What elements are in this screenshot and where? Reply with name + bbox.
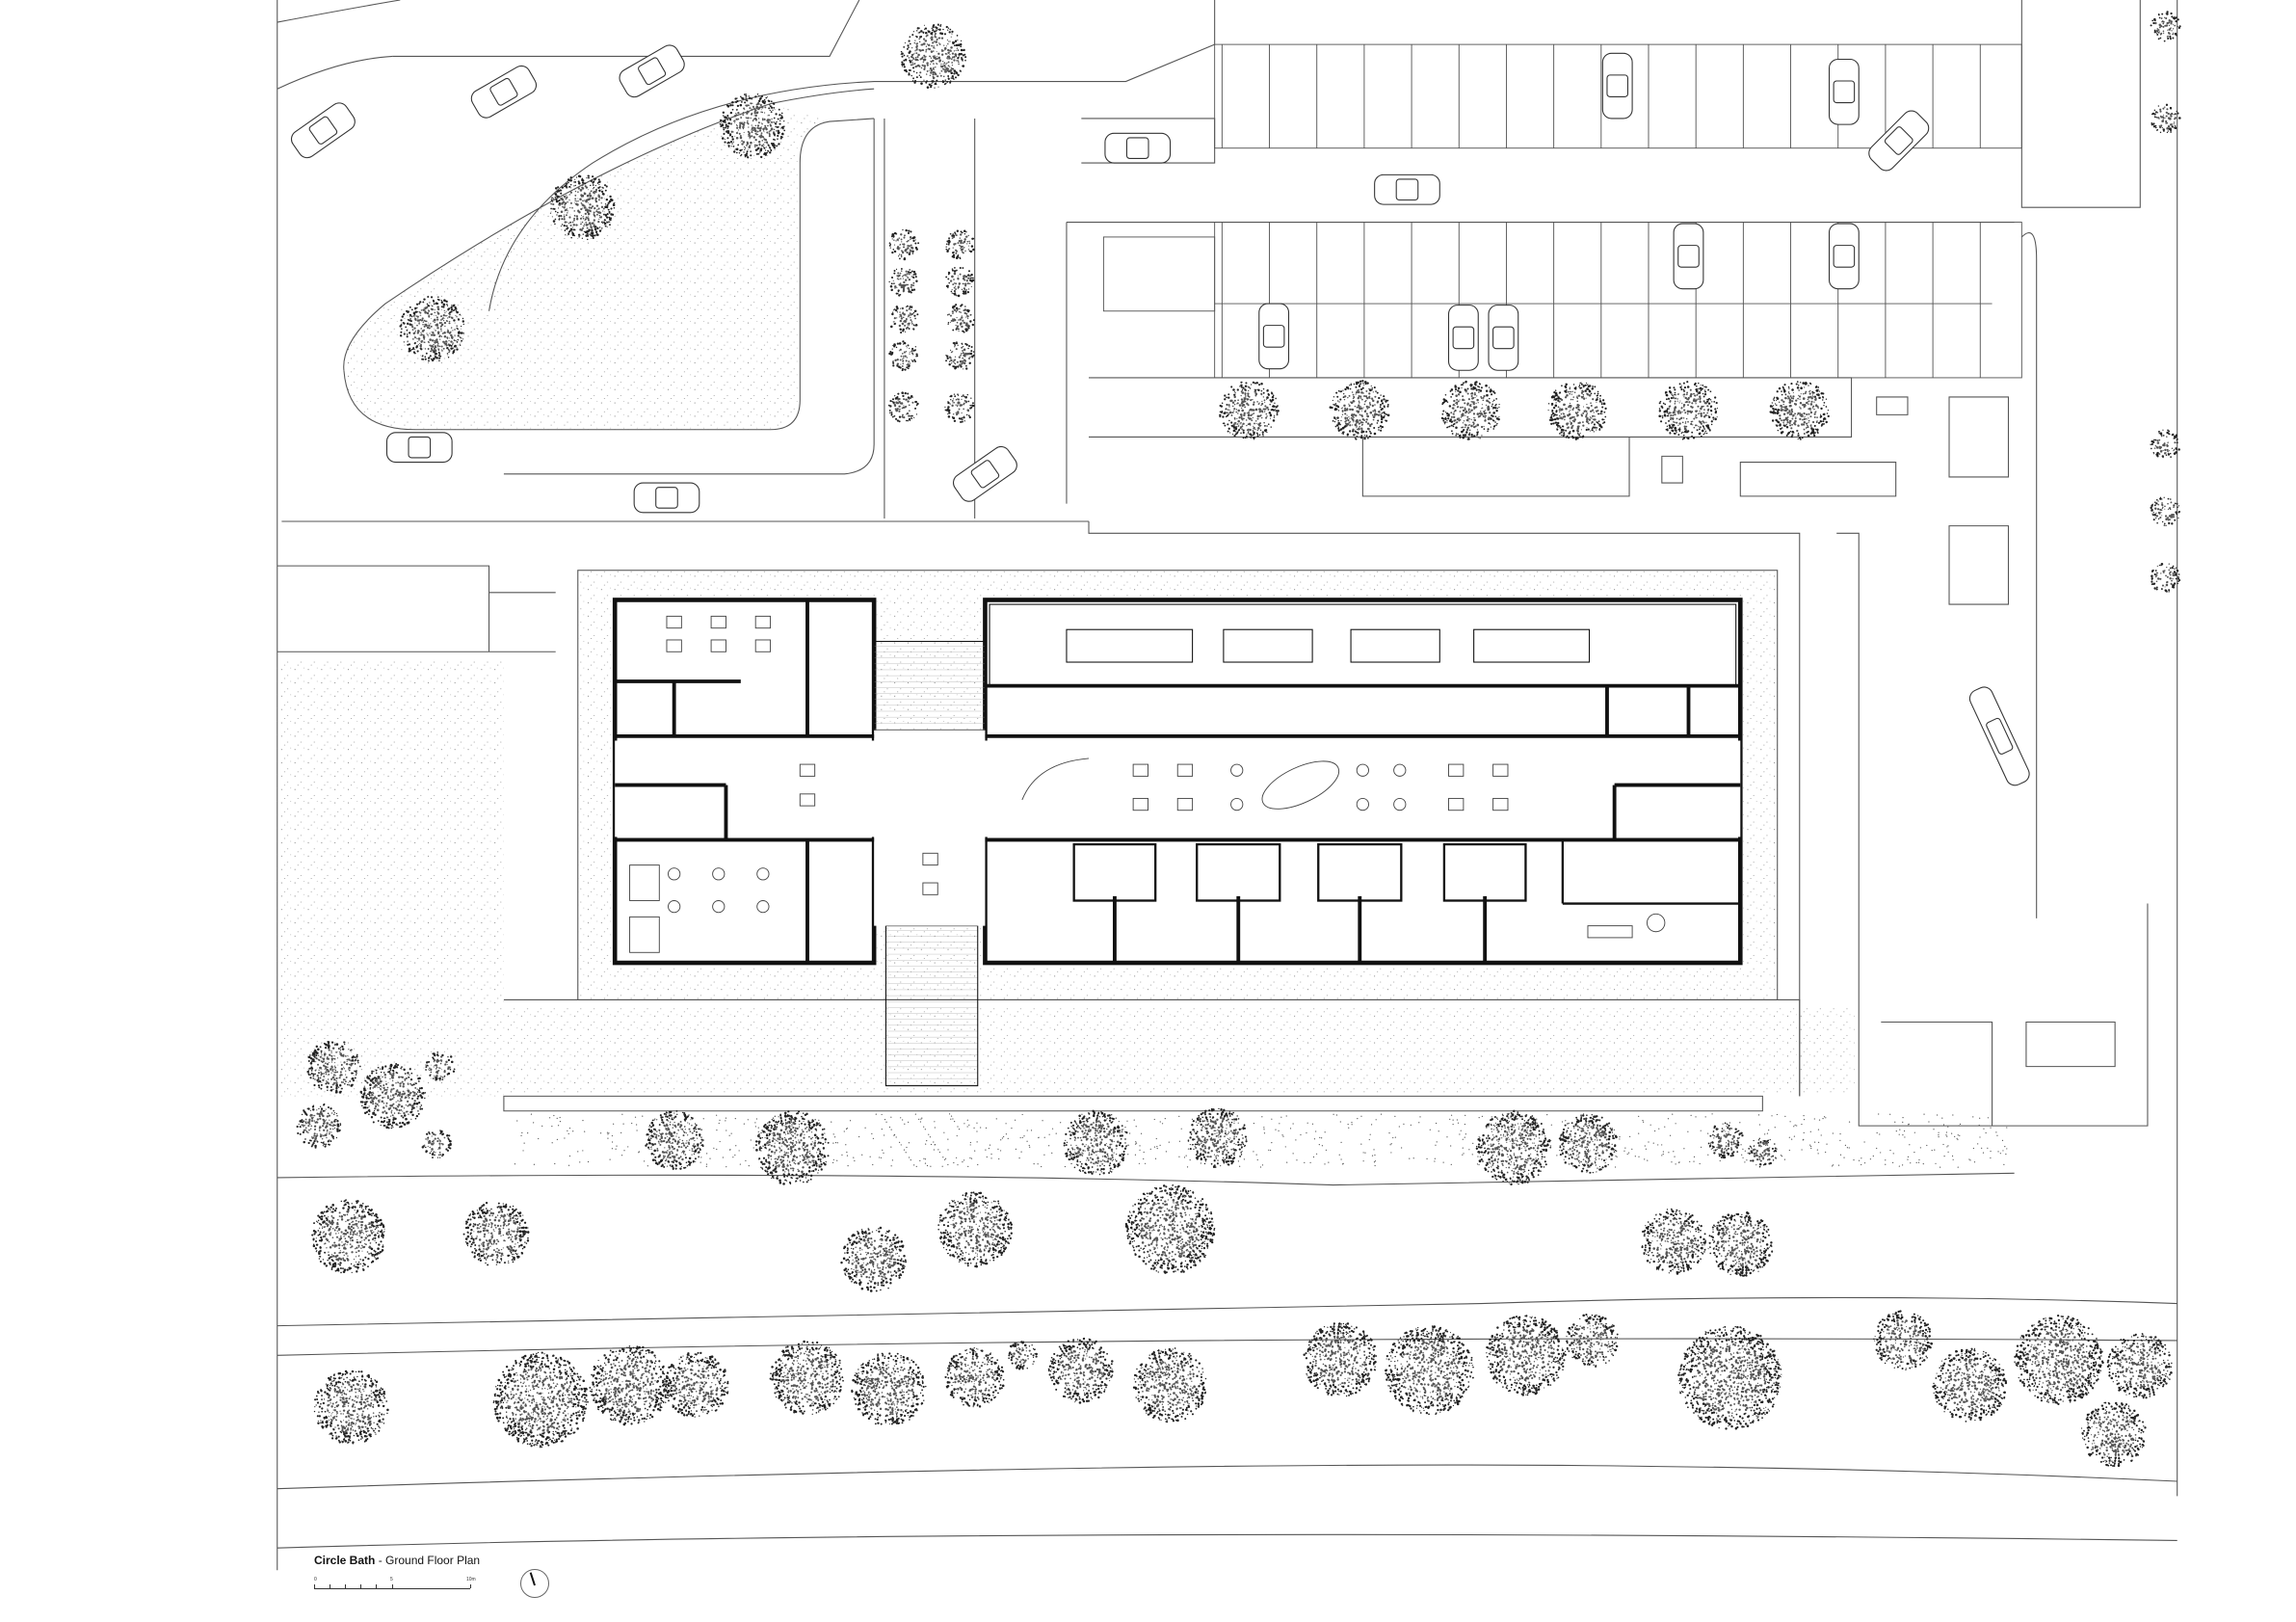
tree-canopy xyxy=(306,1041,361,1094)
tree-canopy xyxy=(462,1202,530,1266)
car xyxy=(619,44,685,98)
tree-canopy xyxy=(944,393,975,423)
tree-canopy xyxy=(1132,1347,1207,1423)
tree-canopy xyxy=(1063,1109,1129,1176)
car xyxy=(1488,305,1519,371)
tree-canopy xyxy=(1547,382,1607,440)
tree-canopy xyxy=(887,391,919,423)
tree-canopy xyxy=(947,304,975,333)
tree-canopy xyxy=(1440,380,1500,440)
tree-canopy xyxy=(1747,1137,1778,1168)
scale-label-0: 0 xyxy=(314,1577,317,1582)
tree-canopy xyxy=(890,305,919,334)
tree-canopy xyxy=(1187,1107,1248,1169)
tree-canopy xyxy=(2151,103,2181,134)
trees xyxy=(296,11,2181,1468)
car-park xyxy=(1102,43,2022,379)
tree-canopy xyxy=(937,1191,1014,1268)
tree-canopy xyxy=(1303,1322,1378,1397)
tree-canopy xyxy=(1124,1184,1216,1274)
hedge-planting xyxy=(514,1113,2008,1168)
tree-canopy xyxy=(2150,11,2181,42)
north-entrance-steps xyxy=(873,640,986,731)
car xyxy=(1828,223,1860,290)
tree-canopy xyxy=(1047,1337,1114,1404)
drawing-name: Ground Floor Plan xyxy=(385,1554,480,1567)
tree-canopy xyxy=(425,1051,456,1081)
title-block: Circle Bath - Ground Floor Plan 0 5 10m xyxy=(314,1554,603,1592)
tree-canopy xyxy=(1558,1114,1618,1174)
tree-canopy xyxy=(888,340,918,372)
tree-canopy xyxy=(1932,1347,2008,1423)
tree-canopy xyxy=(2014,1315,2104,1406)
tree-canopy xyxy=(296,1103,342,1149)
tree-canopy xyxy=(1566,1314,1619,1368)
tree-canopy xyxy=(589,1345,670,1426)
tree-canopy xyxy=(945,266,975,298)
tree-canopy xyxy=(663,1351,729,1418)
tree-canopy xyxy=(851,1352,927,1425)
car xyxy=(953,445,1017,502)
tree-canopy xyxy=(421,1130,452,1158)
tree-canopy xyxy=(1008,1341,1038,1370)
title-separator: - xyxy=(375,1554,385,1567)
tree-canopy xyxy=(900,23,967,89)
project-name: Circle Bath xyxy=(314,1554,375,1567)
car xyxy=(1828,58,1860,125)
scale-label-5: 5 xyxy=(390,1577,393,1582)
car xyxy=(1258,303,1290,370)
tree-canopy xyxy=(719,93,786,159)
tree-canopy xyxy=(313,1369,389,1445)
tree-canopy xyxy=(2150,429,2180,459)
tree-canopy xyxy=(359,1063,427,1130)
tree-canopy xyxy=(1658,381,1719,440)
car xyxy=(290,102,356,159)
tree-canopy xyxy=(1486,1315,1567,1396)
car xyxy=(1104,132,1172,164)
tree-canopy xyxy=(1475,1109,1552,1186)
tree-canopy xyxy=(1677,1325,1782,1430)
car xyxy=(633,482,700,514)
car xyxy=(1673,223,1704,290)
tree-canopy xyxy=(945,341,975,370)
car xyxy=(1601,52,1633,120)
tree-canopy xyxy=(840,1226,907,1292)
car xyxy=(1868,110,1930,172)
parked-cars xyxy=(290,44,2030,786)
tree-canopy xyxy=(1873,1310,1933,1371)
car xyxy=(1374,173,1440,205)
tree-canopy xyxy=(1329,380,1390,440)
tree-canopy xyxy=(945,229,975,260)
tree-canopy xyxy=(399,296,465,362)
drawing-title: Circle Bath - Ground Floor Plan xyxy=(314,1554,603,1567)
tree-canopy xyxy=(2106,1333,2173,1399)
north-arrow-icon xyxy=(520,1569,549,1598)
car xyxy=(385,432,453,464)
building xyxy=(612,598,1743,1087)
scale-label-10: 10m xyxy=(466,1577,476,1582)
tree-canopy xyxy=(549,174,616,241)
tree-canopy xyxy=(2150,496,2181,526)
tree-canopy xyxy=(1641,1208,1707,1275)
tree-canopy xyxy=(944,1347,1005,1408)
tree-canopy xyxy=(2151,562,2181,593)
car xyxy=(1447,305,1479,371)
scale-bar: 0 5 10m xyxy=(314,1577,478,1592)
tree-canopy xyxy=(2080,1401,2147,1468)
tree-canopy xyxy=(754,1110,830,1185)
tree-canopy xyxy=(888,228,920,261)
tree-canopy xyxy=(1769,381,1830,440)
tree-canopy xyxy=(1385,1325,1474,1416)
south-entrance-steps xyxy=(884,925,979,1087)
car xyxy=(470,65,538,119)
car xyxy=(1968,686,2030,786)
main-corridor xyxy=(615,740,1741,838)
tree-canopy xyxy=(1707,1211,1774,1277)
tree-canopy xyxy=(311,1199,385,1274)
tree-canopy xyxy=(492,1351,589,1449)
tree-canopy xyxy=(888,268,918,297)
tree-canopy xyxy=(769,1340,844,1415)
tree-canopy xyxy=(1707,1122,1744,1159)
tree-canopy xyxy=(1219,381,1280,440)
